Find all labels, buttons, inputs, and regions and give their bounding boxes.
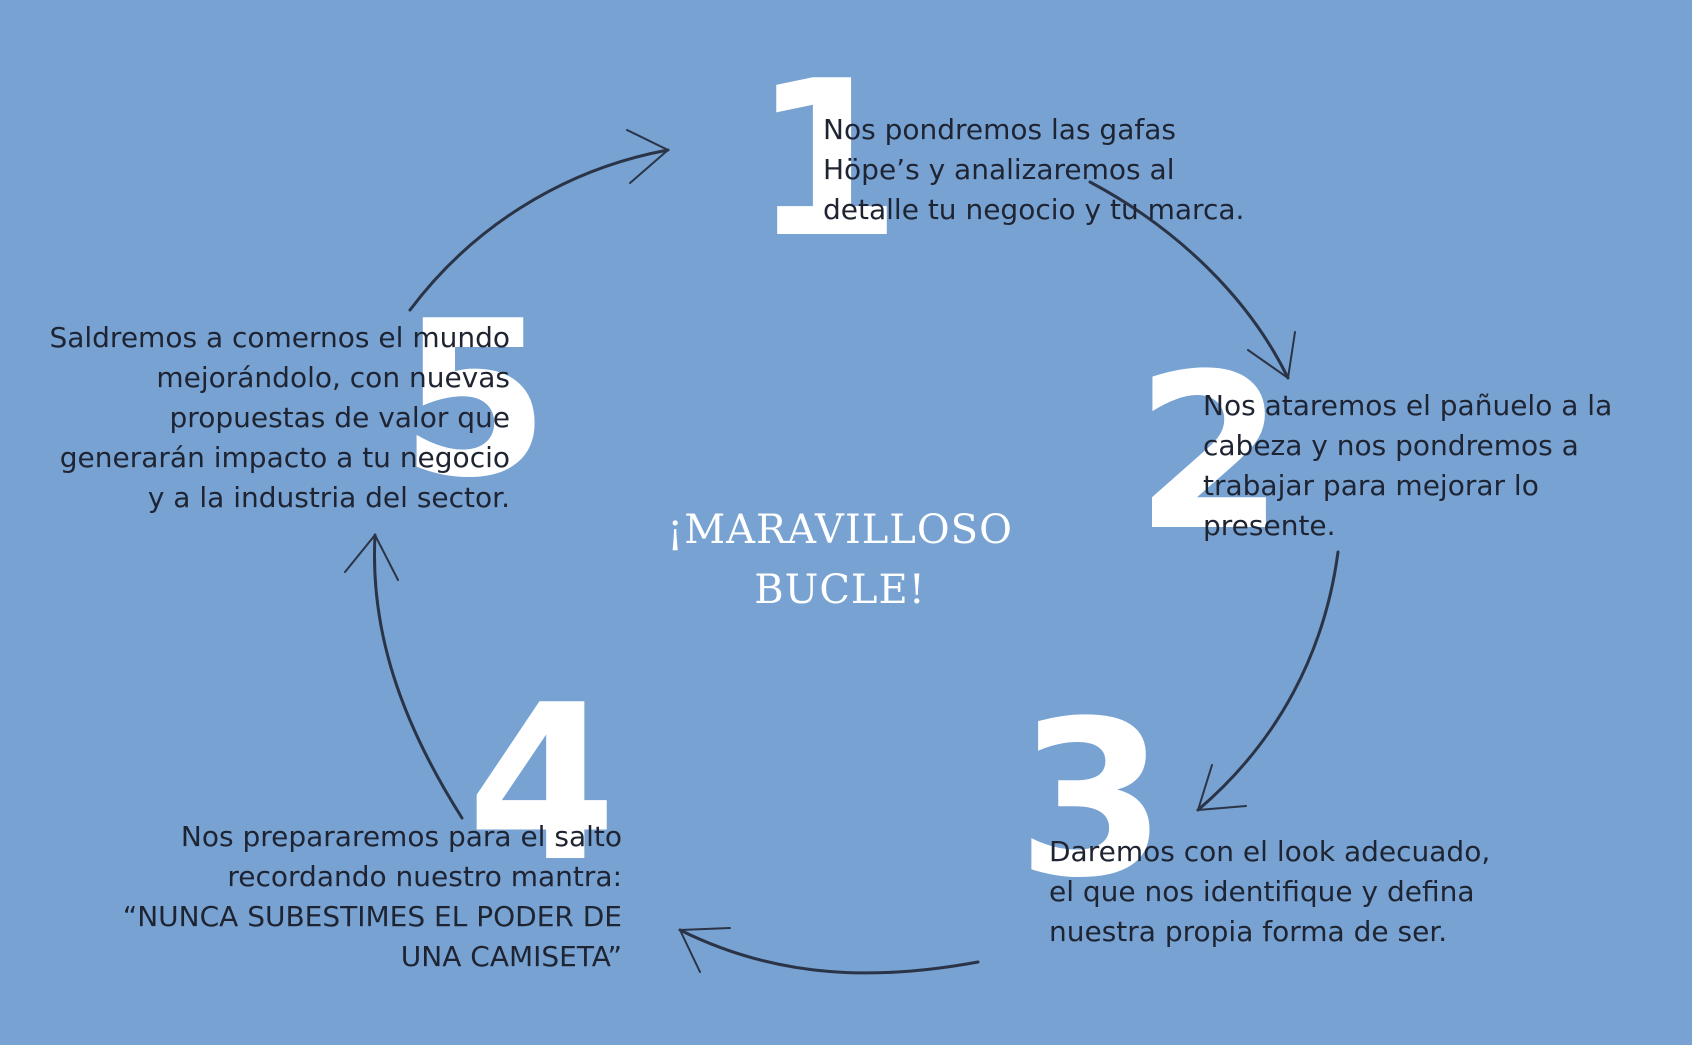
step-4-line: UNA CAMISETA” (400, 940, 622, 973)
step-4-line: Nos prepararemos para el salto (180, 820, 622, 853)
step-5-line: y a la industria del sector. (147, 481, 510, 514)
step-5-text: Saldremos a comernos el mundo mejorándol… (0, 318, 510, 518)
step-4-line: “NUNCA SUBESTIMES EL PODER DE (122, 900, 622, 933)
step-1-number: 1 (752, 34, 902, 285)
arrow-1-to-2 (1088, 180, 1296, 380)
step-4-number: 4 (467, 658, 617, 909)
arrow-5-to-1 (408, 129, 670, 312)
step-3-line: el que nos identifique y defina (1049, 875, 1475, 908)
arrow-4-to-5 (344, 533, 464, 820)
step-2-line: trabajar para mejorar lo (1203, 469, 1539, 502)
step-2-line: presente. (1203, 509, 1336, 542)
step-1-line: Nos pondremos las gafas (823, 113, 1176, 146)
center-title-line-2: BUCLE! (754, 567, 926, 613)
step-5-line: Saldremos a comernos el mundo (49, 321, 510, 354)
center-title: ¡MARAVILLOSO BUCLE! (640, 500, 1040, 620)
step-4-line: recordando nuestro mantra: (227, 860, 622, 893)
arrow-3-to-4 (678, 927, 980, 975)
step-1-line: Höpe’s y analizaremos al (823, 153, 1175, 186)
step-3-line: nuestra propia forma de ser. (1049, 915, 1448, 948)
arrow-2-to-3 (1196, 550, 1340, 812)
step-2-number: 2 (1135, 327, 1285, 578)
step-1-text: Nos pondremos las gafas Höpe’s y analiza… (823, 110, 1244, 230)
step-5-line: generarán impacto a tu negocio (59, 441, 510, 474)
step-3-number: 3 (1017, 674, 1167, 925)
step-2-text: Nos ataremos el pañuelo a la cabeza y no… (1203, 386, 1612, 546)
step-5-line: mejorándolo, con nuevas (156, 361, 510, 394)
step-1-line: detalle tu negocio y tu marca. (823, 193, 1245, 226)
step-5-number: 5 (400, 274, 550, 525)
center-title-line-1: ¡MARAVILLOSO (667, 507, 1013, 553)
step-4-text: Nos prepararemos para el salto recordand… (80, 817, 622, 977)
step-3-line: Daremos con el look adecuado, (1049, 835, 1491, 868)
step-2-line: Nos ataremos el pañuelo a la (1203, 389, 1613, 422)
step-5-line: propuestas de valor que (169, 401, 510, 434)
step-3-text: Daremos con el look adecuado, el que nos… (1049, 832, 1490, 952)
step-2-line: cabeza y nos pondremos a (1203, 429, 1579, 462)
